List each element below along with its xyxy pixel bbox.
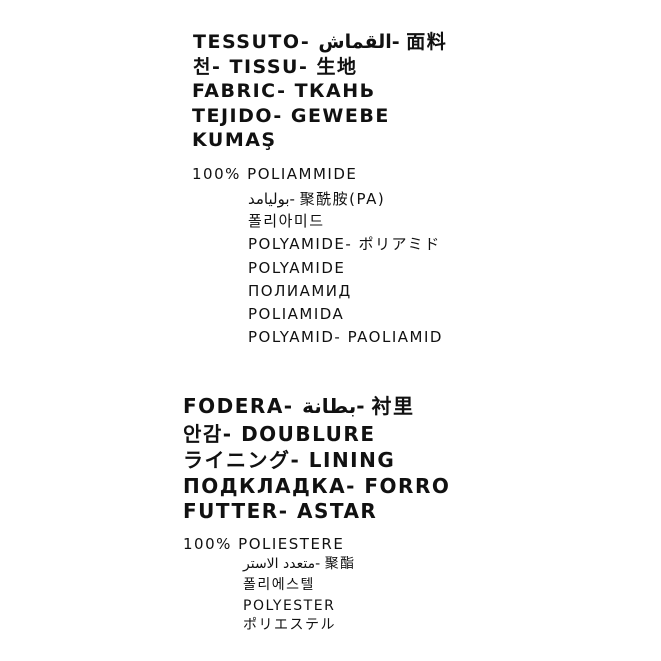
fabric-heading-line: TEJIDO- GEWEBE xyxy=(192,105,390,127)
fabric-heading-line: FABRIC- ТКАНЬ xyxy=(192,80,376,102)
lining-heading-line: 안감- DOUBLURE xyxy=(183,422,376,446)
fabric-translation: ПОЛИАМИД xyxy=(248,282,352,300)
fabric-heading-line: 천- TISSU- 生地 xyxy=(193,56,358,78)
lining-heading-line: ライニング- LINING xyxy=(183,448,396,472)
fabric-translation: POLIAMIDA xyxy=(248,305,345,323)
lining-heading-line: FODERA- بطانة- 衬里 xyxy=(183,394,415,418)
fabric-translation: بوليامد- 聚酰胺(PA) xyxy=(248,190,386,208)
lining-composition: 100% POLIESTERE xyxy=(183,535,345,553)
fabric-translation: POLYAMIDE- ポリアミド xyxy=(248,235,441,253)
fabric-heading-line: KUMAŞ xyxy=(192,129,277,151)
lining-translation: ポリエステル xyxy=(243,617,336,633)
fabric-translation: 폴리아미드 xyxy=(248,212,325,230)
lining-heading-line: FUTTER- ASTAR xyxy=(183,499,378,523)
fabric-translation: POLYAMIDE xyxy=(248,259,346,277)
lining-translation: متعدد الاستر- 聚酯 xyxy=(243,556,356,572)
lining-translation: 폴리에스텔 xyxy=(243,577,315,593)
fabric-translation: POLYAMID- PAOLIAMID xyxy=(248,328,443,346)
fabric-heading-line: TESSUTO- القماش- 面料 xyxy=(193,31,448,53)
lining-translation: POLYESTER xyxy=(243,598,336,614)
lining-heading-line: ПОДКЛАДКА- FORRO xyxy=(183,474,451,498)
fabric-composition: 100% POLIAMMIDE xyxy=(192,165,358,183)
